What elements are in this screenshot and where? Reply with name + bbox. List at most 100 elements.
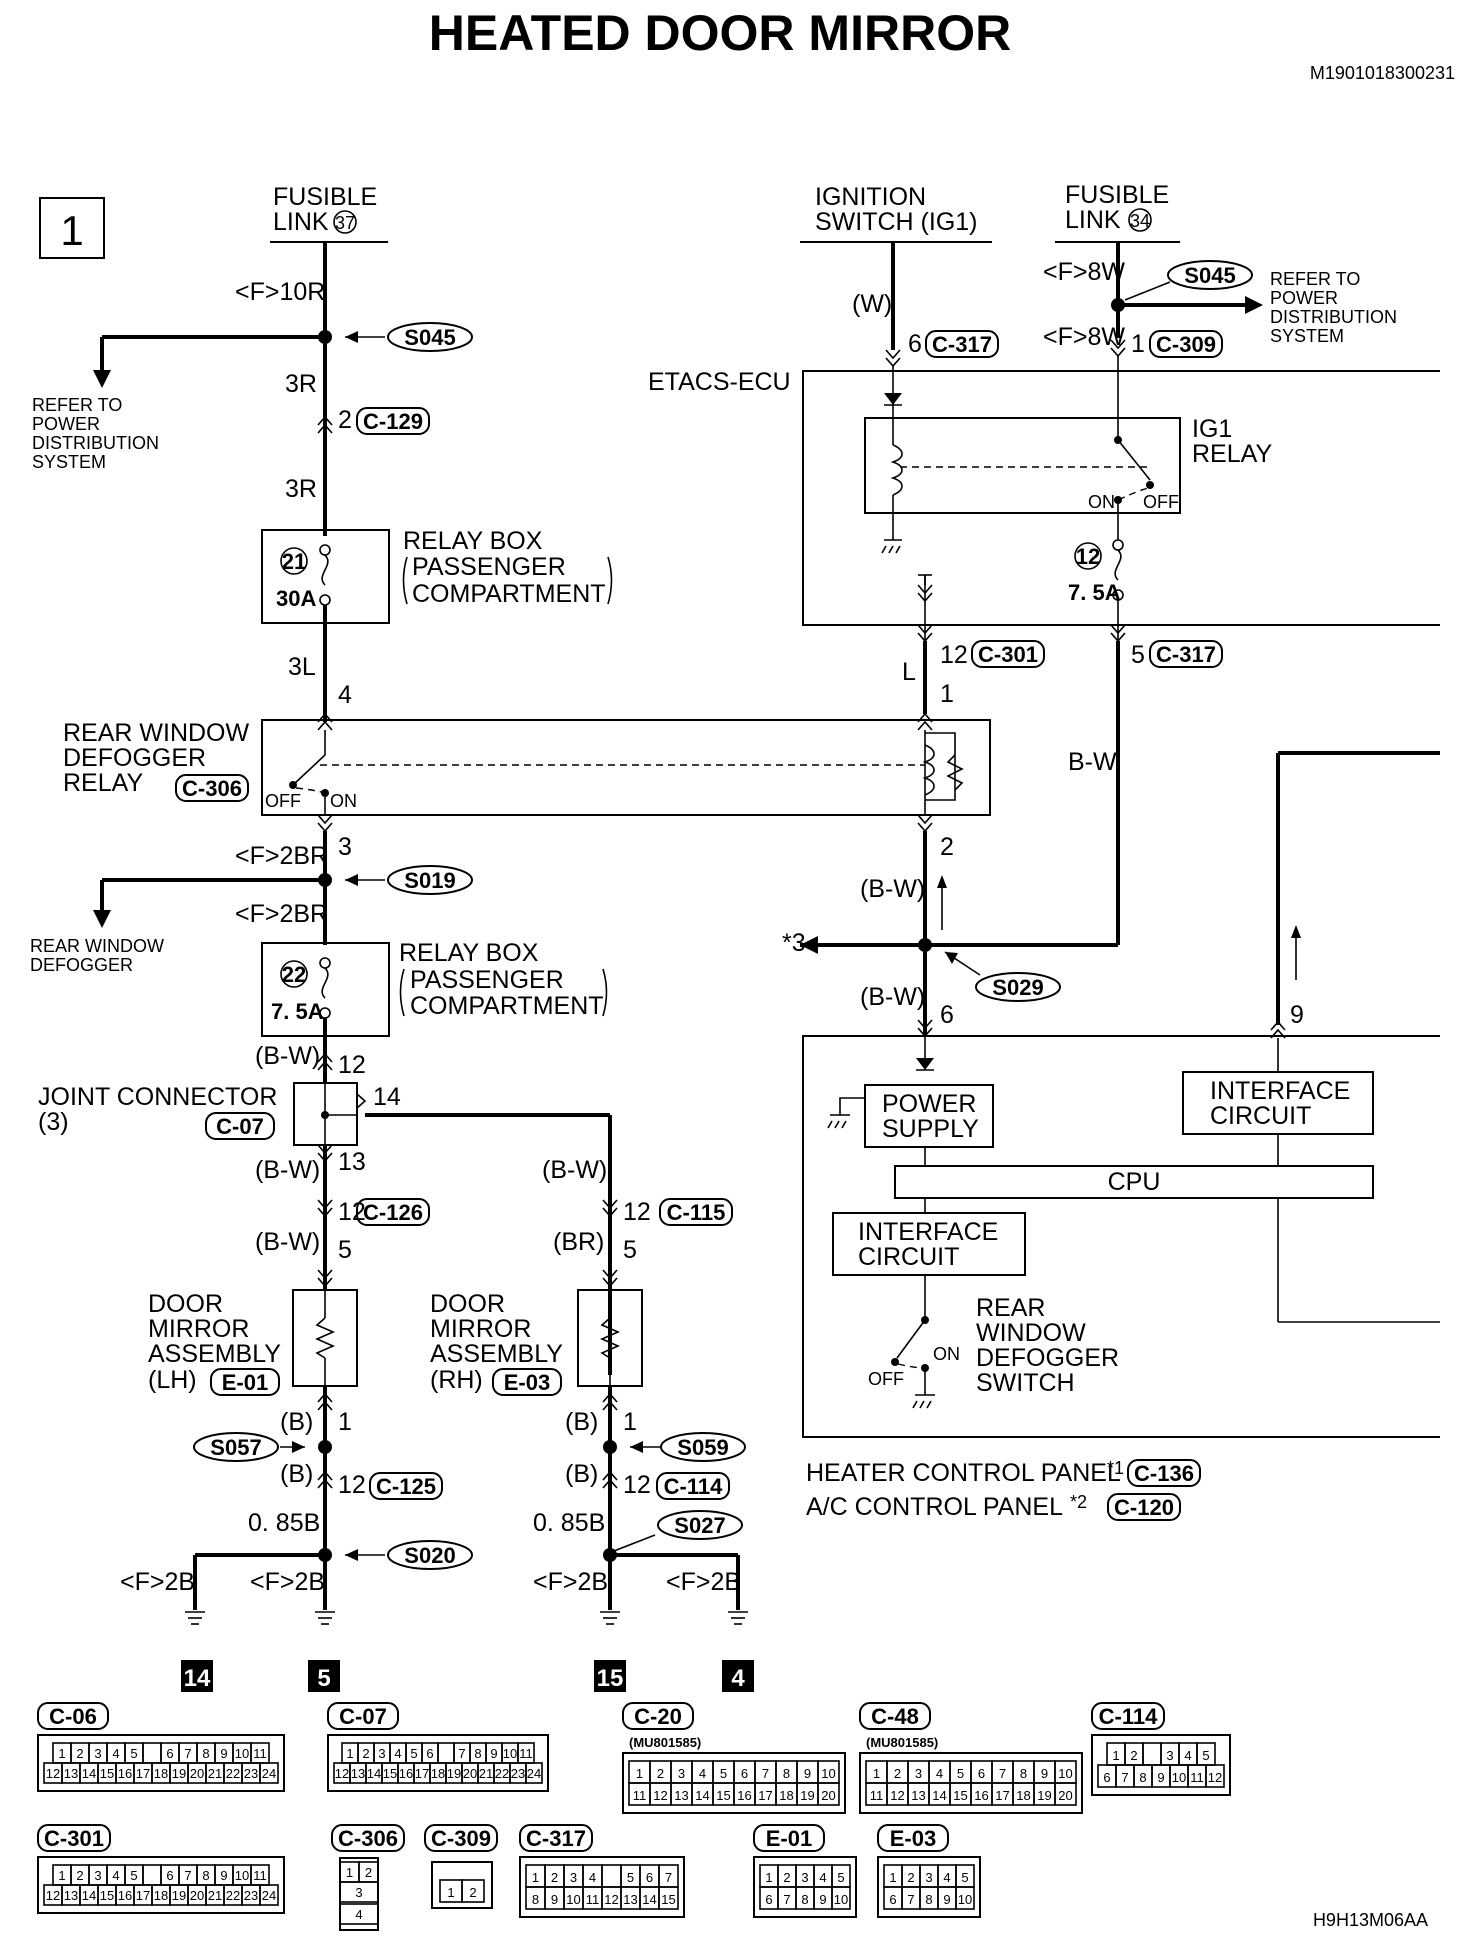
connector-e03-label: E-03 (492, 1368, 562, 1396)
pin-c114-5: 5 (1202, 1748, 1209, 1763)
star3-label: *3 (782, 929, 806, 957)
svg-text:C-301: C-301 (44, 1826, 104, 1851)
pin-c48-6: 6 (978, 1766, 985, 1781)
pin-c06-7: 7 (184, 1746, 191, 1761)
svg-text:SWITCH: SWITCH (976, 1369, 1075, 1397)
rear-window-defogger-relay (261, 719, 991, 816)
svg-text:0. 85B: 0. 85B (248, 1509, 320, 1537)
svg-text:CIRCUIT: CIRCUIT (1210, 1102, 1311, 1130)
pin-c48-11: 11 (870, 1788, 884, 1803)
svg-text:DEFOGGER: DEFOGGER (30, 955, 133, 975)
pin-c07-11: 11 (519, 1746, 533, 1761)
connector-c125-label: C-125 (369, 1472, 443, 1500)
splice-s029: S029 (975, 972, 1061, 1002)
pin-c20-8: 8 (783, 1766, 790, 1781)
svg-text:INTERFACE: INTERFACE (1210, 1077, 1350, 1105)
svg-text:(B): (B) (280, 1408, 313, 1436)
svg-text:S027: S027 (674, 1513, 725, 1538)
svg-text:2: 2 (365, 1865, 372, 1880)
svg-text:<F>2B: <F>2B (533, 1568, 608, 1596)
ground-5: 5 (308, 1611, 340, 1692)
pin-e01-8: 8 (801, 1892, 808, 1907)
pin-c317-7: 7 (665, 1870, 672, 1885)
pin-c06-17: 17 (136, 1766, 150, 1781)
svg-text:RELAY BOX: RELAY BOX (403, 527, 543, 555)
svg-text:POWER: POWER (882, 1090, 976, 1118)
connector-c114-label: C-114 (656, 1472, 730, 1500)
svg-text:C-317: C-317 (932, 332, 992, 357)
svg-text:C-317: C-317 (526, 1826, 586, 1851)
svg-text:12: 12 (338, 1471, 366, 1499)
connector-view-label-c-309: C-309 (424, 1824, 498, 1852)
pin-c301-15: 15 (100, 1888, 114, 1903)
power-supply (864, 1084, 994, 1148)
pin-c06-13: 13 (64, 1766, 78, 1781)
svg-text:MIRROR: MIRROR (148, 1315, 249, 1343)
svg-text:FUSIBLE: FUSIBLE (1065, 181, 1169, 209)
svg-text:(MU801585): (MU801585) (629, 1735, 701, 1750)
svg-text:RELAY BOX: RELAY BOX (399, 939, 539, 967)
rwd-relay-label: REAR WINDOW DEFOGGER RELAY (63, 719, 250, 797)
pin-e03-9: 9 (943, 1892, 950, 1907)
svg-text:<F>2B: <F>2B (666, 1568, 741, 1596)
pin-c07-18: 18 (431, 1766, 445, 1781)
pin-c20-5: 5 (720, 1766, 727, 1781)
diagram-title: HEATED DOOR MIRROR (429, 5, 1011, 61)
pin-c114-9: 9 (1157, 1770, 1164, 1785)
svg-text:22: 22 (282, 962, 306, 987)
pin-c301-3: 3 (94, 1868, 101, 1883)
cpu (894, 1165, 1374, 1199)
heater-control-panel-label: HEATER CONTROL PANEL *1 C-136 (806, 1458, 1201, 1487)
pin-c317-15: 15 (661, 1892, 675, 1907)
connector-c07-label: C-07 (205, 1112, 275, 1140)
svg-text:C-07: C-07 (339, 1704, 387, 1729)
svg-text:12: 12 (1076, 544, 1100, 569)
pin-c20-4: 4 (699, 1766, 706, 1781)
pin-c07-5: 5 (410, 1746, 417, 1761)
control-panel-box (802, 1035, 1440, 1438)
fusible-link-37: FUSIBLE LINK 37 (270, 183, 388, 243)
pin-c06-11: 11 (253, 1746, 267, 1761)
pin-c114-12: 12 (1208, 1770, 1222, 1785)
pin-c06-4: 4 (112, 1746, 119, 1761)
splice-s059-dot (603, 1440, 617, 1454)
svg-text:(B-W): (B-W) (255, 1156, 320, 1184)
pin-c48-12: 12 (890, 1788, 904, 1803)
svg-text:HEATER CONTROL PANEL: HEATER CONTROL PANEL (806, 1459, 1121, 1487)
pin-e03-8: 8 (925, 1892, 932, 1907)
rear-window-defogger-switch-label: REAR WINDOW DEFOGGER SWITCH (976, 1294, 1119, 1397)
pin-c20-1: 1 (636, 1766, 643, 1781)
pin-c48-16: 16 (974, 1788, 988, 1803)
pin-e01-4: 4 (819, 1870, 826, 1885)
svg-text:C-06: C-06 (49, 1704, 97, 1729)
pin-c20-17: 17 (758, 1788, 772, 1803)
refer-rear-window-defogger: REAR WINDOW DEFOGGER (30, 936, 164, 975)
svg-text:(MU801585): (MU801585) (866, 1735, 938, 1750)
pin-c06-1: 1 (58, 1746, 65, 1761)
svg-text:C-126: C-126 (363, 1200, 423, 1225)
svg-text:SUPPLY: SUPPLY (882, 1115, 979, 1143)
connector-c129-label: C-129 (356, 407, 430, 435)
svg-text:SYSTEM: SYSTEM (32, 452, 106, 472)
pin-c20-12: 12 (653, 1788, 667, 1803)
svg-text:1: 1 (346, 1865, 353, 1880)
svg-text:S020: S020 (404, 1543, 455, 1568)
pin-c114-1: 1 (1112, 1748, 1119, 1763)
pin-c06-18: 18 (154, 1766, 168, 1781)
splice-s045-right: S045 (1167, 260, 1253, 290)
pin-c07-14: 14 (367, 1766, 381, 1781)
svg-text:21: 21 (282, 549, 306, 574)
svg-text:C-317: C-317 (1156, 642, 1216, 667)
splice-s020: S020 (387, 1540, 473, 1570)
connector-view-label-e-01: E-01 (753, 1824, 825, 1852)
pin-c301-9: 9 (220, 1868, 227, 1883)
pin-c114-3: 3 (1166, 1748, 1173, 1763)
pin-e01-9: 9 (819, 1892, 826, 1907)
pin-c48-5: 5 (957, 1766, 964, 1781)
pin-c48-18: 18 (1016, 1788, 1030, 1803)
